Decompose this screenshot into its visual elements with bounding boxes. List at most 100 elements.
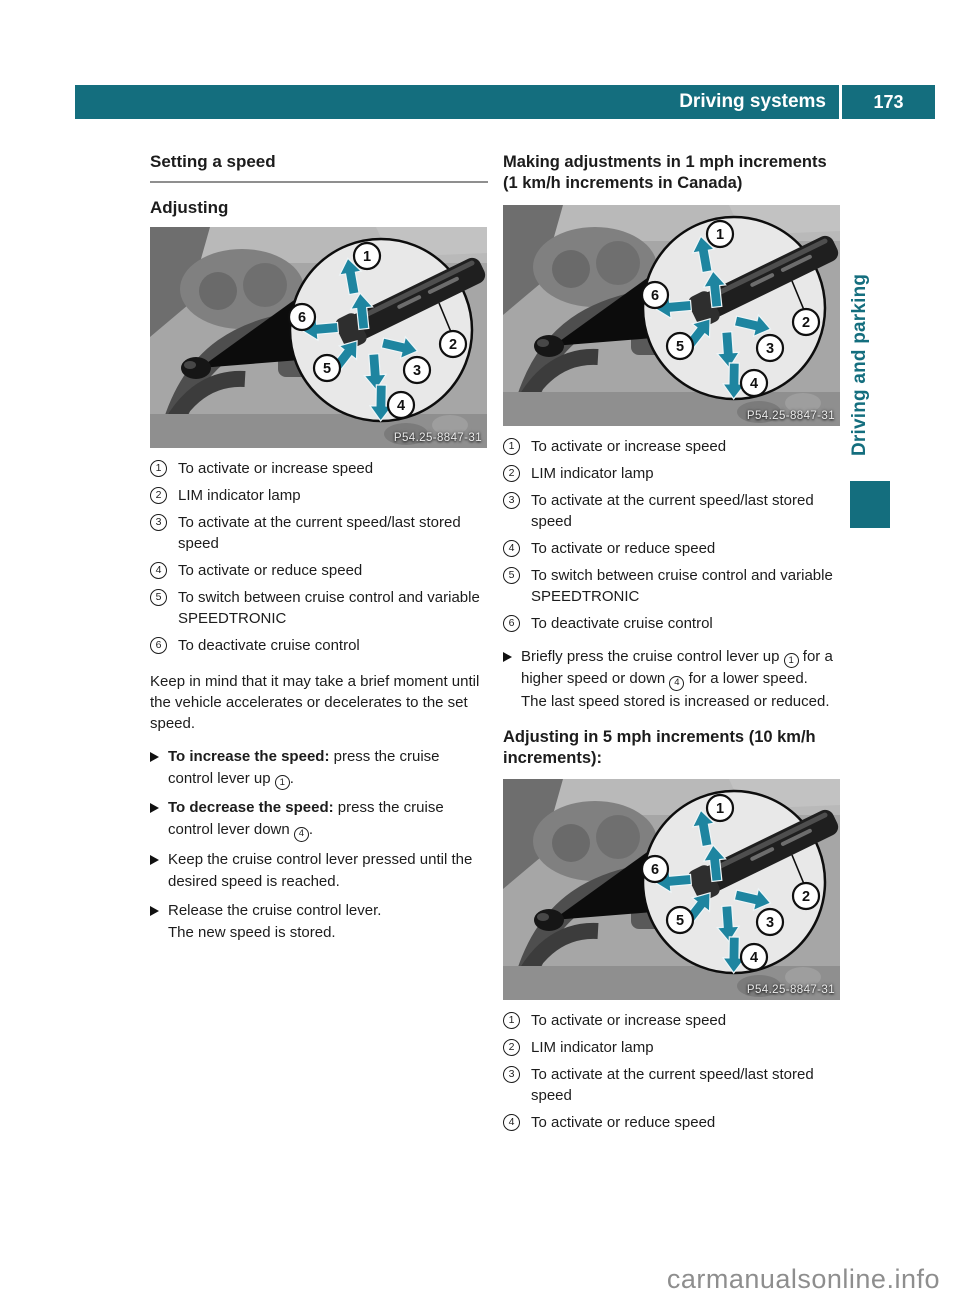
step-text: Release the cruise control lever.The new… (168, 901, 382, 941)
figure-marker: 4 (386, 390, 416, 420)
callout-item: 2 LIM indicator lamp (503, 463, 835, 484)
svg-text:2: 2 (802, 889, 810, 905)
svg-text:1: 1 (716, 801, 724, 817)
figure-marker: 3 (755, 907, 785, 936)
inline-callout-marker: 1 (274, 775, 290, 791)
step-text: To increase the speed: press the cruise … (168, 746, 488, 791)
callout-text: To activate at the current speed/last st… (531, 1065, 814, 1104)
callout-text: LIM indicator lamp (531, 465, 654, 482)
subheading-adjusting: Adjusting (150, 198, 229, 217)
step-arrow-bullet (150, 752, 159, 762)
heading-1mph-increments: Making adjustments in 1 mph increments (… (503, 153, 827, 192)
section-title: Driving systems (75, 85, 842, 119)
callout-item: 2 LIM indicator lamp (503, 1037, 835, 1058)
figure-marker: 3 (755, 333, 785, 363)
svg-text:3: 3 (766, 341, 774, 357)
callout-marker: 5 (150, 589, 167, 606)
step-arrow-bullet (150, 803, 159, 814)
callout-marker: 1 (503, 438, 520, 455)
callout-marker: 4 (503, 1113, 520, 1131)
svg-text:5: 5 (676, 339, 684, 355)
figure-cruise-control-lever: 1 2 3 4 5 6 P54.25-8847-31 (503, 778, 840, 1000)
callout-wedge (553, 276, 653, 346)
svg-text:6: 6 (298, 310, 306, 326)
svg-text:1: 1 (363, 249, 371, 265)
figure-caption: P54.25-8847-31 (746, 410, 835, 422)
svg-text:3: 3 (766, 915, 774, 931)
figure-marker: 6 (640, 854, 670, 883)
callout-marker: 2 (503, 465, 520, 482)
cruise-control-lever (688, 809, 839, 901)
callout-marker: 1 (150, 460, 167, 477)
figure-caption: P54.25-8847-31 (393, 432, 482, 444)
cruise-control-lever (335, 257, 486, 349)
inline-callout-marker: 1 (783, 653, 799, 669)
callout-marker: 2 (150, 487, 167, 504)
svg-text:5: 5 (323, 361, 331, 377)
step-item: To increase the speed: press the cruise … (150, 746, 488, 791)
callout-text: To activate or reduce speed (531, 1113, 716, 1131)
direction-arrows (654, 235, 772, 401)
callout-marker: 2 (503, 1038, 520, 1056)
figure-marker: 1 (352, 241, 382, 271)
svg-text:6: 6 (651, 862, 659, 878)
step-text: Keep the cruise control lever pressed un… (168, 850, 473, 890)
svg-text:1: 1 (716, 227, 724, 243)
watermark: carmanualsonline.info (666, 1264, 940, 1294)
step-item: Briefly press the cruise control lever u… (503, 646, 835, 713)
callout-text: To activate or reduce speed (531, 540, 716, 557)
callout-text: To deactivate cruise control (531, 615, 713, 632)
steering-wheel-photo: 1 2 3 4 5 6 (503, 205, 840, 426)
callout-item: 2 LIM indicator lamp (150, 485, 488, 506)
callout-marker: 3 (503, 492, 520, 509)
callout-text: To activate at the current speed/last st… (531, 492, 814, 530)
callout-list: 1 To activate or increase speed 2 LIM indic… (503, 1010, 835, 1133)
callout-text: To activate or increase speed (531, 1011, 727, 1029)
figure-marker: 5 (665, 905, 695, 934)
figure-cruise-control-lever: 1 2 3 4 5 6 P54.25-8847-31 (150, 227, 487, 448)
chapter-tab-label: Driving and parking (849, 273, 870, 457)
figure-marker: 4 (739, 942, 769, 971)
svg-text:5: 5 (676, 913, 684, 929)
svg-text:3: 3 (413, 363, 421, 379)
page-number: 173 (873, 92, 904, 112)
svg-text:2: 2 (449, 337, 457, 353)
callout-item: 1 To activate or increase speed (503, 1010, 835, 1031)
left-column: Setting a speed Adjusting (150, 150, 488, 951)
callout-marker: 3 (150, 514, 167, 531)
instruction-steps: Briefly press the cruise control lever u… (503, 646, 835, 713)
svg-text:4: 4 (750, 950, 758, 966)
svg-text:4: 4 (750, 376, 758, 392)
figure-marker: 2 (791, 307, 821, 337)
steering-wheel-photo: 1 2 3 4 5 6 (503, 778, 840, 1000)
figure-marker: 2 (438, 329, 468, 359)
callout-wedge (553, 849, 653, 920)
callout-marker: 5 (503, 567, 520, 584)
right-column: Making adjustments in 1 mph increments (… (503, 150, 840, 1139)
step-arrow-bullet (150, 854, 159, 865)
figure-marker: 6 (287, 302, 317, 332)
callout-marker: 1 (503, 1011, 520, 1029)
callout-item: 4 To activate or reduce speed (503, 1112, 835, 1133)
callout-text: LIM indicator lamp (531, 1038, 654, 1056)
callout-item: 3 To activate at the current speed/last s… (503, 490, 835, 532)
cruise-control-lever (688, 235, 839, 327)
inline-callout-marker: 4 (293, 826, 309, 842)
step-text: Briefly press the cruise control lever u… (521, 648, 833, 710)
callout-text: LIM indicator lamp (178, 487, 301, 504)
chapter-tab-marker (850, 481, 890, 528)
page-header: Driving systems 173 (75, 85, 935, 119)
instruction-steps: To increase the speed: press the cruise … (150, 746, 488, 944)
step-text: To decrease the speed: press the cruise … (168, 797, 488, 842)
figure-marker: 3 (402, 355, 432, 385)
